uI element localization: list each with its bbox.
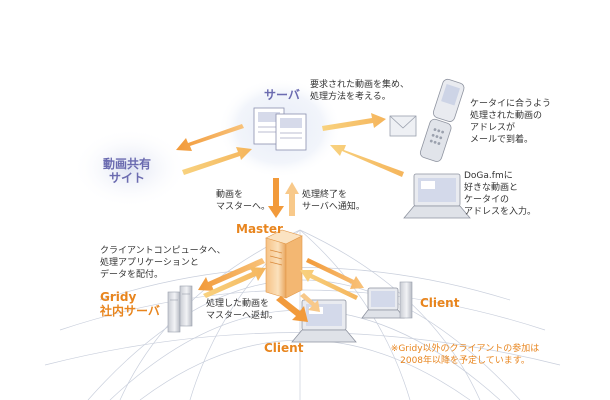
- laptop-icon-top: [403, 173, 471, 219]
- arrow-master-client-right: [300, 258, 364, 300]
- arrow-master-gridy: [198, 258, 266, 298]
- arrow-laptop-to-server: [330, 145, 404, 177]
- arrow-server-to-mobile: [322, 113, 386, 131]
- client-laptop-icon-right: [361, 281, 413, 319]
- laptop-description: DoGa.fmに 好きな動画と ケータイの アドレスを入力。: [464, 171, 537, 217]
- mail-envelope-icon: [389, 115, 417, 137]
- note-text: ※Gridy以外のクライアントの参加は 2008年以降を予定しています。: [390, 344, 540, 366]
- mobile-description: ケータイに合うよう 処理された動画の アドレスが メールで到着。: [470, 99, 552, 145]
- return-description: 処理した動画を マスターへ返却。: [206, 299, 279, 321]
- sharing-glow: [72, 128, 188, 208]
- server-description: 要求された動画を集め、 処理方法を考える。: [310, 80, 410, 102]
- gridy-server-icon: [167, 285, 193, 333]
- arrow-server-to-sharing: [176, 124, 244, 151]
- arrow-sharing-to-server: [182, 147, 252, 175]
- master-server-icon: [265, 229, 303, 299]
- sharing-site-title: 動画共有 サイト: [103, 157, 152, 185]
- to-master-label: 動画を マスターへ。: [216, 190, 271, 212]
- arrow-server-to-master: [268, 178, 284, 218]
- master-title: Master: [236, 222, 283, 236]
- server-title: サーバ: [264, 88, 300, 102]
- server-documents-icon: [253, 107, 307, 151]
- arrow-master-client-bottom: [276, 293, 320, 322]
- mobile-phone-icon: [419, 78, 465, 162]
- to-server-label: 処理終了を サーバへ通知。: [302, 190, 365, 212]
- client-title-bottom: Client: [264, 341, 304, 355]
- arrow-master-to-server: [285, 182, 299, 216]
- client-title-right: Client: [420, 296, 460, 310]
- distribute-description: クライアントコンピュータへ、 処理アプリケーションと データを配付。: [100, 246, 226, 280]
- gridy-server-title: Gridy 社内サーバ: [100, 290, 160, 318]
